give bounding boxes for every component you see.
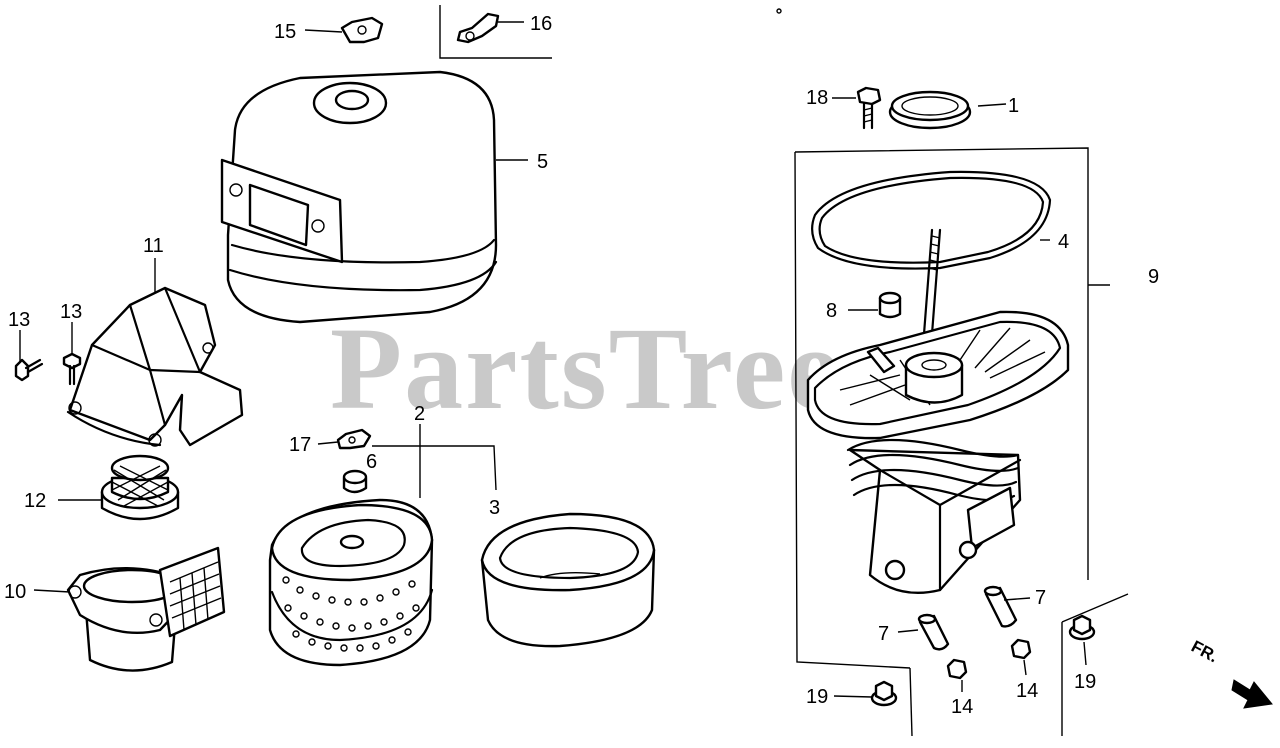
part-paper-element[interactable] <box>268 498 434 667</box>
callout-19-bottom: 19 <box>806 686 828 708</box>
part-foam-element[interactable] <box>480 512 656 648</box>
part-tube-lower[interactable] <box>917 613 950 651</box>
front-direction-indicator: FR. <box>1188 637 1221 667</box>
callout-2: 2 <box>414 403 425 425</box>
front-direction-label: FR. <box>1188 637 1221 667</box>
callout-5: 5 <box>537 151 548 173</box>
assembly-bracket-9 <box>794 147 1110 669</box>
part-air-cleaner-base[interactable] <box>806 310 1070 594</box>
callout-14-left: 14 <box>951 696 973 718</box>
callout-12: 12 <box>24 490 46 512</box>
callout-3: 3 <box>489 497 500 519</box>
callout-16: 16 <box>530 13 552 35</box>
part-tube-upper[interactable] <box>983 585 1018 628</box>
callout-13-left: 13 <box>8 309 30 331</box>
watermark: PartsTree <box>330 303 842 434</box>
callout-8: 8 <box>826 300 837 322</box>
part-bolt-18[interactable] <box>856 86 882 130</box>
callout-19-right: 19 <box>1074 671 1096 693</box>
part-nut-14-right[interactable] <box>1010 638 1032 660</box>
bracket-lines-misc <box>372 5 1129 737</box>
part-flange-nut-19-right[interactable] <box>1068 614 1096 641</box>
part-grommet[interactable] <box>342 469 368 494</box>
part-filter-element[interactable] <box>100 454 180 521</box>
part-filter-case[interactable] <box>66 286 244 447</box>
part-wing-nut-16[interactable] <box>456 12 500 44</box>
part-oring-gasket[interactable] <box>811 170 1052 270</box>
part-wing-nut-15[interactable] <box>340 16 384 44</box>
callout-10: 10 <box>4 581 26 603</box>
part-wing-nut-17[interactable] <box>336 428 372 450</box>
part-bolt-right[interactable] <box>62 352 82 386</box>
front-arrow-icon <box>1231 679 1273 709</box>
callout-9: 9 <box>1148 266 1159 288</box>
callout-11: 11 <box>143 235 164 257</box>
callout-7-lower: 7 <box>878 623 889 645</box>
part-nut-14-left[interactable] <box>946 658 968 680</box>
part-bolt-left[interactable] <box>14 358 44 382</box>
callout-6: 6 <box>366 451 377 473</box>
callout-18: 18 <box>806 87 828 109</box>
callout-13-right: 13 <box>60 301 82 323</box>
part-flange-nut-19-bottom[interactable] <box>870 680 898 707</box>
part-gasket-1[interactable] <box>888 90 972 130</box>
callout-17: 17 <box>289 434 311 456</box>
callout-1: 1 <box>1008 95 1019 117</box>
leader-lines <box>19 21 1087 698</box>
part-air-cleaner-cover[interactable] <box>220 70 498 324</box>
callout-15: 15 <box>274 21 296 43</box>
callout-7-upper: 7 <box>1035 587 1046 609</box>
callout-4: 4 <box>1058 231 1069 253</box>
callout-14-right: 14 <box>1016 680 1038 702</box>
part-filter-cup[interactable] <box>66 546 226 672</box>
part-collar[interactable] <box>878 291 902 319</box>
